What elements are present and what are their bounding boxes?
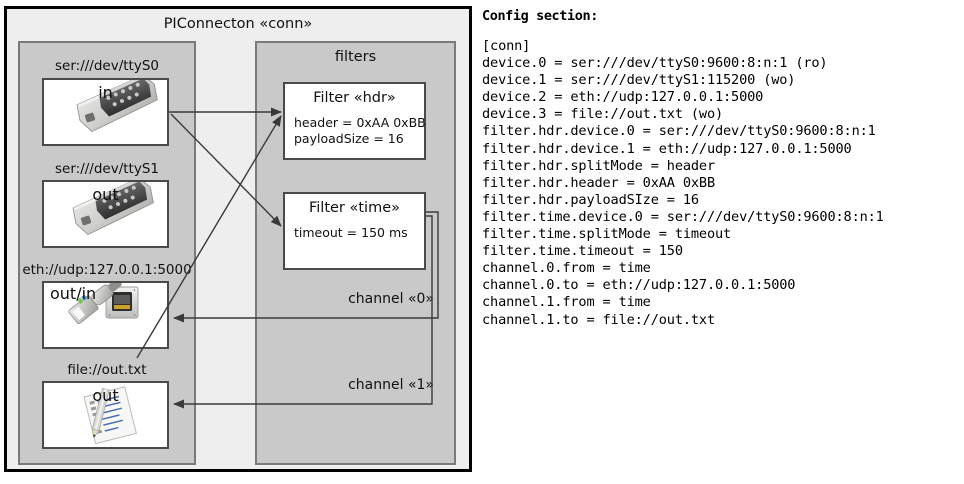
device-direction-eth: out/in	[50, 284, 97, 303]
filter-props-time: timeout = 150 ms	[294, 225, 408, 240]
filters-panel-title: filters	[334, 49, 377, 65]
device-label-file: file://out.txt	[67, 362, 147, 378]
filter-title-hdr: Filter «hdr»	[313, 90, 396, 106]
device-label-eth: eth://udp:127.0.0.1:5000	[22, 262, 192, 278]
device-direction-ttyS1: out	[92, 185, 119, 204]
diagram-title: PIConnecton «conn»	[163, 16, 313, 32]
text-file-icon	[83, 386, 137, 445]
config-section: Config section: [conn] device.0 = ser://…	[482, 8, 960, 478]
device-box-ttyS0[interactable]: in	[42, 78, 169, 146]
filter-title-time: Filter «time»	[308, 200, 401, 216]
device-box-eth[interactable]: out/in	[42, 281, 169, 349]
device-box-ttyS1[interactable]: out	[42, 180, 169, 248]
connection-diagram: PIConnecton «conn» filters ser:///dev/tt…	[4, 6, 472, 478]
device-label-ttyS1: ser:///dev/ttyS1	[55, 161, 159, 177]
serial-port-icon	[76, 80, 158, 133]
device-direction-file: out	[92, 386, 119, 405]
filter-props-hdr: header = 0xAA 0xBB payloadSize = 16	[294, 115, 426, 146]
device-box-file[interactable]: out	[42, 381, 169, 449]
config-text: [conn] device.0 = ser:///dev/ttyS0:9600:…	[482, 38, 884, 328]
device-label-ttyS0: ser:///dev/ttyS0	[55, 58, 159, 74]
channel-label-0: channel «0»	[348, 291, 434, 307]
channel-label-1: channel «1»	[348, 377, 434, 393]
device-direction-ttyS0: in	[98, 83, 113, 102]
config-heading: Config section:	[482, 8, 598, 24]
filter-card-time[interactable]: Filter «time» timeout = 150 ms	[283, 192, 426, 270]
ethernet-plug-icon	[68, 283, 139, 324]
filter-card-hdr[interactable]: Filter «hdr» header = 0xAA 0xBB payloadS…	[283, 82, 426, 160]
